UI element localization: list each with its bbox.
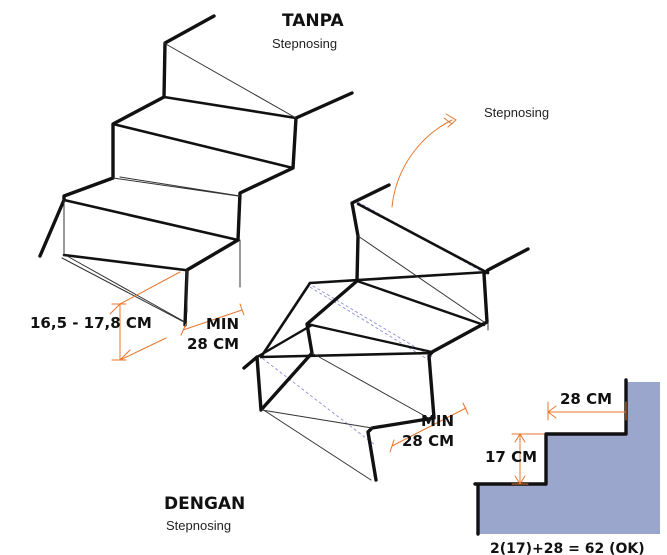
- dengan-subtitle: Stepnosing: [166, 518, 231, 533]
- stepnosing-callout: Stepnosing: [391, 105, 549, 208]
- stair-back-profile: [183, 91, 354, 327]
- section-riser-label: 17 CM: [485, 448, 537, 466]
- stair-front-profile-nosing: [242, 183, 391, 412]
- stair-with-nosing: [242, 183, 530, 482]
- section-fill: [478, 382, 660, 534]
- formula-label: 2(17)+28 = 62 (OK): [490, 541, 645, 555]
- stair-without-nosing: [38, 14, 354, 327]
- stair-front-profile: [38, 14, 216, 258]
- tread-min-label: MIN: [206, 315, 239, 333]
- stair-riser-lines: [63, 42, 297, 323]
- tread-size-label-bottom: 28 CM: [402, 432, 454, 450]
- stair-tread-edges: [62, 95, 298, 272]
- riser-height-label: 16,5 - 17,8 CM: [30, 314, 152, 332]
- dengan-title: DENGAN: [164, 494, 245, 514]
- tread-size-label: 28 CM: [187, 335, 239, 353]
- riser-dimension-top: 16,5 - 17,8 CM: [30, 271, 181, 361]
- callout-label: Stepnosing: [484, 105, 549, 120]
- tread-min-label-bottom: MIN: [421, 412, 454, 430]
- tanpa-subtitle: Stepnosing: [272, 36, 337, 51]
- tread-dimension-bottom: MIN 28 CM: [389, 402, 469, 453]
- stair-tread-edges-nosing: [259, 202, 490, 359]
- stair-section: 28 CM 17 CM 2(17)+28 = 62 (OK): [473, 378, 660, 555]
- tanpa-title: TANPA: [282, 11, 345, 31]
- section-tread-label: 28 CM: [560, 390, 612, 408]
- tread-dimension-top: MIN 28 CM: [180, 303, 245, 353]
